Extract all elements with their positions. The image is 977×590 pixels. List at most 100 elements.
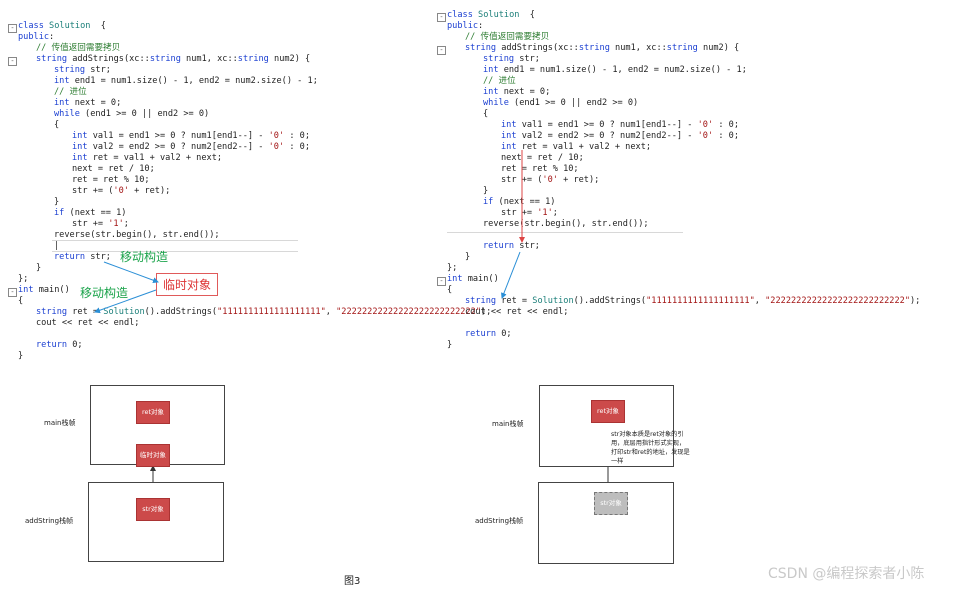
code-line: }	[447, 252, 920, 263]
code-token: };	[447, 263, 458, 273]
fold-func-right[interactable]: -	[437, 46, 446, 55]
code-line: public:	[18, 32, 491, 43]
ret-box-right: ret对象	[591, 400, 625, 423]
code-token: string	[666, 43, 704, 53]
code-token: next = 0;	[74, 98, 122, 108]
code-token: int	[54, 98, 75, 108]
code-line: reverse(str.begin(), str.end());	[18, 230, 491, 241]
code-line: return str;	[447, 241, 920, 252]
code-token: main()	[467, 274, 499, 284]
code-token: num2) {	[274, 54, 311, 64]
ret-box-left: ret对象	[136, 401, 170, 424]
code-line: int main()	[447, 274, 920, 285]
code-token: int	[54, 76, 75, 86]
code-token: // 传值返回需要拷贝	[465, 32, 550, 42]
code-token: 0;	[72, 340, 83, 350]
code-token: str += (	[72, 186, 114, 196]
code-line: next = ret / 10;	[18, 164, 491, 175]
code-token: cout << ret << endl;	[36, 318, 140, 328]
fold-main-right[interactable]: -	[437, 277, 446, 286]
code-token: }	[447, 340, 453, 350]
code-token: (end1 >= 0 || end2 >= 0)	[85, 109, 210, 119]
current-line-highlight-left-2	[52, 251, 298, 252]
code-line: string addStrings(xc::string num1, xc::s…	[447, 43, 920, 54]
code-token: int	[72, 142, 93, 152]
code-token: {	[483, 109, 489, 119]
code-token: }	[483, 186, 489, 196]
code-line: while (end1 >= 0 || end2 >= 0)	[447, 98, 920, 109]
code-line: }	[18, 351, 491, 362]
code-line: cout << ret << endl;	[18, 318, 491, 329]
code-token: string	[578, 43, 616, 53]
code-line: return str;	[18, 252, 491, 263]
code-token: );	[481, 307, 492, 317]
code-token: str;	[90, 252, 111, 262]
code-token: while	[54, 109, 86, 119]
code-token: '0'	[268, 142, 285, 152]
code-token: "22222222222222222222222222"	[336, 307, 481, 317]
code-token: '0'	[113, 186, 129, 196]
code-token: Solution	[532, 296, 574, 306]
code-token: next = ret / 10;	[72, 164, 155, 174]
fold-func-left[interactable]: -	[8, 57, 17, 66]
code-token: ;	[552, 208, 558, 218]
code-token: );	[910, 296, 921, 306]
code-token: }	[18, 351, 24, 361]
code-token: int	[501, 142, 522, 152]
code-line: reverse(str.begin(), str.end());	[447, 219, 920, 230]
code-token: end1 = num1.size() - 1, end2 = num2.size…	[74, 76, 318, 86]
code-token: end1 = num1.size() - 1, end2 = num2.size…	[503, 65, 747, 75]
code-token: Solution	[478, 10, 520, 20]
code-line: int ret = val1 + val2 + next;	[447, 142, 920, 153]
code-token: '0'	[697, 120, 714, 130]
code-line: int main()	[18, 285, 491, 296]
code-token: ret = ret % 10;	[72, 175, 150, 185]
code-token: :	[49, 32, 55, 42]
code-token: ().addStrings(	[573, 296, 647, 306]
code-token: addStrings(xc::	[72, 54, 150, 64]
code-token: string	[149, 54, 187, 64]
code-token: main()	[38, 285, 70, 295]
temp-box-left: 临时对象	[136, 444, 170, 467]
code-token: {	[447, 285, 453, 295]
code-token: int	[447, 274, 468, 284]
code-token: // 传值返回需要拷贝	[36, 43, 121, 53]
code-line: ret = ret % 10;	[18, 175, 491, 186]
code-line: int ret = val1 + val2 + next;	[18, 153, 491, 164]
code-line: str += ('0' + ret);	[447, 175, 920, 186]
code-token: str;	[519, 54, 540, 64]
code-token: return	[465, 329, 502, 339]
code-token: num1, xc::	[615, 43, 667, 53]
fold-class-left[interactable]: -	[8, 24, 17, 33]
code-token: }	[465, 252, 471, 262]
code-token: int	[72, 153, 93, 163]
code-token: int	[72, 131, 93, 141]
fold-main-left[interactable]: -	[8, 288, 17, 297]
code-token: "22222222222222222222222222"	[765, 296, 910, 306]
code-token: '0'	[542, 175, 558, 185]
move-construct-label-2: 移动构造	[80, 286, 129, 300]
code-token: return	[36, 340, 73, 350]
code-line: // 传值返回需要拷贝	[447, 32, 920, 43]
code-token: string	[36, 54, 73, 64]
code-line: }	[447, 186, 920, 197]
code-token: while	[483, 98, 515, 108]
code-line: public:	[447, 21, 920, 32]
code-line: };	[18, 274, 491, 285]
main-frame-right	[539, 385, 674, 467]
code-line: // 进位	[18, 87, 491, 98]
code-line: str += '1';	[447, 208, 920, 219]
code-line: int end1 = num1.size() - 1, end2 = num2.…	[18, 76, 491, 87]
fold-class-right[interactable]: -	[437, 13, 446, 22]
code-line: }	[18, 263, 491, 274]
code-line: }	[18, 197, 491, 208]
code-line: ret = ret % 10;	[447, 164, 920, 175]
code-line: class Solution {	[18, 21, 491, 32]
code-token: val1 = end1 >= 0 ? num1[end1--] -	[521, 120, 698, 130]
code-token: : 0;	[713, 120, 740, 130]
code-token: }	[36, 263, 42, 273]
code-line: int end1 = num1.size() - 1, end2 = num2.…	[447, 65, 920, 76]
code-token: : 0;	[713, 131, 740, 141]
code-line: str += '1';	[18, 219, 491, 230]
code-line: string ret = Solution().addStrings("1111…	[447, 296, 920, 307]
